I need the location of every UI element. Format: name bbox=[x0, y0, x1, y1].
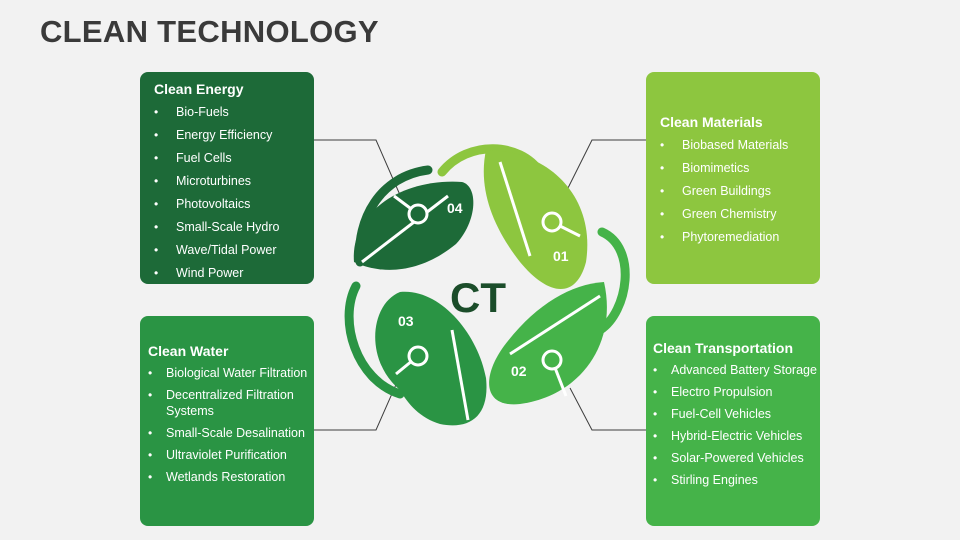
connector-transport bbox=[569, 387, 646, 431]
list-item: Hybrid-Electric Vehicles bbox=[653, 428, 820, 444]
list-item: Ultraviolet Purification bbox=[148, 447, 314, 463]
list-item: Green Buildings bbox=[660, 183, 820, 199]
leaf-label-03: 03 bbox=[398, 313, 414, 329]
list-item: Fuel Cells bbox=[154, 150, 314, 166]
leaf-03-blade bbox=[375, 291, 487, 426]
list-item: Small-Scale Desalination bbox=[148, 425, 314, 441]
card-clean-transportation: Clean Transportation Advanced Battery St… bbox=[646, 316, 820, 526]
list-item: Solar-Powered Vehicles bbox=[653, 450, 820, 466]
list-item: Green Chemistry bbox=[660, 206, 820, 222]
card-heading: Clean Energy bbox=[154, 81, 244, 97]
list-item: Phytoremediation bbox=[660, 229, 820, 245]
list-item: Small-Scale Hydro bbox=[154, 219, 314, 235]
list-item: Biobased Materials bbox=[660, 137, 820, 153]
leaf-02-stem bbox=[595, 227, 630, 335]
list-item: Biological Water Filtration bbox=[148, 365, 314, 381]
list-item: Bio-Fuels bbox=[154, 104, 314, 120]
connector-energy bbox=[314, 139, 401, 196]
list-item: Microturbines bbox=[154, 173, 314, 189]
leaf-01 bbox=[437, 144, 588, 290]
card-clean-water: Clean Water Biological Water Filtration … bbox=[140, 316, 314, 526]
list-item: Photovoltaics bbox=[154, 196, 314, 212]
list-item: Decentralized Filtration Systems bbox=[148, 387, 314, 419]
leaf-01-blade bbox=[483, 150, 588, 290]
card-list: Biological Water Filtration Decentralize… bbox=[148, 365, 314, 485]
list-item: Wind Power bbox=[154, 265, 314, 281]
leaf-04 bbox=[353, 165, 474, 270]
card-list: Advanced Battery Storage Electro Propuls… bbox=[653, 362, 820, 488]
card-heading: Clean Water bbox=[148, 343, 229, 359]
list-item: Energy Efficiency bbox=[154, 127, 314, 143]
list-item: Fuel-Cell Vehicles bbox=[653, 406, 820, 422]
leaf-03 bbox=[344, 281, 487, 426]
card-list: Biobased Materials Biomimetics Green Bui… bbox=[660, 137, 820, 245]
leaf-04-blade bbox=[353, 181, 474, 270]
connector-water bbox=[314, 379, 399, 431]
page-title: CLEAN TECHNOLOGY bbox=[40, 14, 379, 49]
leaf-label-02: 02 bbox=[511, 363, 527, 379]
list-item: Electro Propulsion bbox=[653, 384, 820, 400]
list-item: Stirling Engines bbox=[653, 472, 820, 488]
leaf-label-04: 04 bbox=[447, 200, 463, 216]
list-item: Advanced Battery Storage bbox=[653, 362, 820, 378]
card-heading: Clean Transportation bbox=[653, 340, 794, 356]
list-item: Wave/Tidal Power bbox=[154, 242, 314, 258]
card-list: Bio-Fuels Energy Efficiency Fuel Cells M… bbox=[154, 104, 314, 281]
list-item: Biomimetics bbox=[660, 160, 820, 176]
connector-materials bbox=[567, 139, 646, 189]
card-clean-energy: Clean Energy Bio-Fuels Energy Efficiency… bbox=[140, 72, 314, 284]
leaf-02 bbox=[489, 227, 630, 405]
leaf-02-blade bbox=[489, 282, 607, 405]
list-item: Wetlands Restoration bbox=[148, 469, 314, 485]
center-label: CT bbox=[450, 274, 506, 321]
card-clean-materials: Clean Materials Biobased Materials Biomi… bbox=[646, 72, 820, 284]
card-heading: Clean Materials bbox=[660, 114, 763, 130]
leaf-label-01: 01 bbox=[553, 248, 569, 264]
leaf-03-stem bbox=[344, 281, 405, 399]
